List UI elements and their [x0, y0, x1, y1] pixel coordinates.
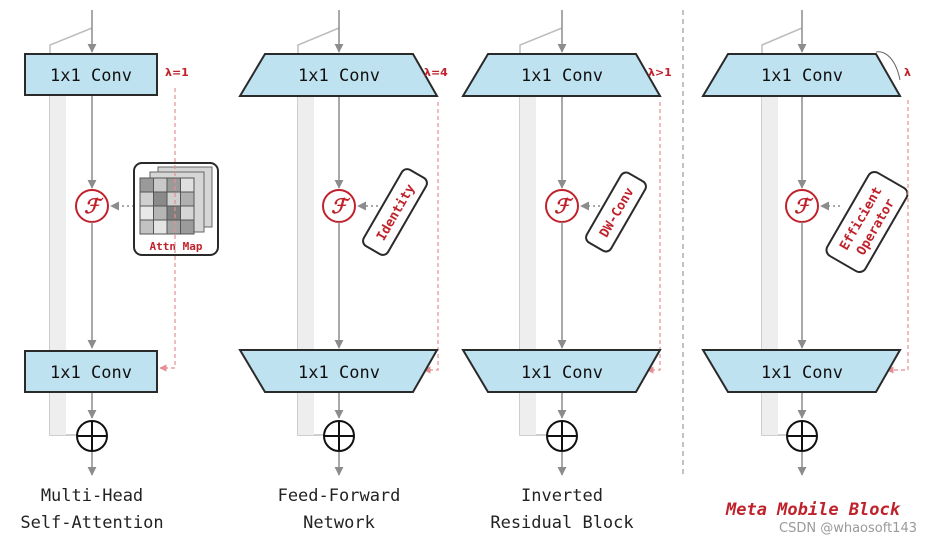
bottom-conv-trapezoid	[461, 349, 662, 393]
caption-line1: Inverted	[521, 486, 603, 506]
caption: Meta Mobile Block	[725, 500, 901, 520]
caption-line1: Multi-Head	[41, 486, 143, 506]
bottom-conv-label: 1x1 Conv	[521, 363, 603, 383]
top-conv-label: 1x1 Conv	[50, 66, 132, 86]
skip-band	[50, 55, 66, 435]
caption-line2: Network	[303, 513, 375, 533]
operator-symbol: ℱ	[84, 194, 104, 218]
top-conv-label: 1x1 Conv	[298, 66, 380, 86]
top-conv-trapezoid	[461, 53, 662, 97]
top-conv-label: 1x1 Conv	[761, 66, 843, 86]
lambda-label: λ	[904, 66, 911, 79]
bottom-conv-box	[24, 350, 158, 393]
caption-line2: Self-Attention	[20, 513, 163, 533]
block-mhsa: 1x1 Conv λ=1 ℱ	[20, 10, 219, 533]
expansion-dashed-line	[646, 102, 661, 374]
bottom-conv-trapezoid	[701, 349, 902, 393]
block-mmb: 1x1 Conv λ ℱ Efficient Operator 1x1 Conv…	[701, 10, 911, 520]
lambda-brace	[875, 51, 901, 81]
top-conv-trapezoid	[238, 53, 439, 97]
expansion-dashed-line	[159, 88, 176, 372]
caption-line1: Feed-Forward	[278, 486, 401, 506]
bottom-conv-trapezoid	[238, 349, 439, 393]
operator-tag: Identity	[362, 168, 428, 256]
top-conv-trapezoid	[701, 53, 902, 97]
attn-map-icon: Attn Map	[133, 162, 219, 256]
skip-band	[520, 55, 536, 435]
operator-tag: DW-Conv	[585, 171, 647, 253]
bottom-conv-label: 1x1 Conv	[50, 363, 132, 383]
operator-symbol: ℱ	[331, 194, 351, 218]
top-conv-box	[24, 53, 158, 96]
lambda-label: λ>1	[648, 66, 672, 79]
bottom-conv-label: 1x1 Conv	[298, 363, 380, 383]
block-ffn: 1x1 Conv λ=4 ℱ Identity 1x1 Conv Feed-Fo…	[238, 10, 448, 533]
operator-tag: Efficient Operator	[825, 170, 909, 274]
skip-band	[298, 55, 314, 435]
operator-label: Attn Map	[150, 240, 203, 253]
top-conv-label: 1x1 Conv	[521, 66, 603, 86]
expansion-dashed-line	[423, 102, 439, 374]
lambda-label: λ=4	[424, 66, 448, 79]
bottom-conv-label: 1x1 Conv	[761, 363, 843, 383]
watermark: CSDN @whaosoft143	[779, 521, 917, 536]
caption-line2: Residual Block	[490, 513, 633, 533]
block-irb: 1x1 Conv λ>1 ℱ DW-Conv 1x1 Conv Inverted…	[461, 10, 672, 533]
skip-band	[762, 55, 778, 435]
operator-symbol: ℱ	[794, 194, 814, 218]
operator-symbol: ℱ	[554, 194, 574, 218]
lambda-label: λ=1	[165, 66, 189, 79]
expansion-dashed-line	[886, 100, 909, 374]
